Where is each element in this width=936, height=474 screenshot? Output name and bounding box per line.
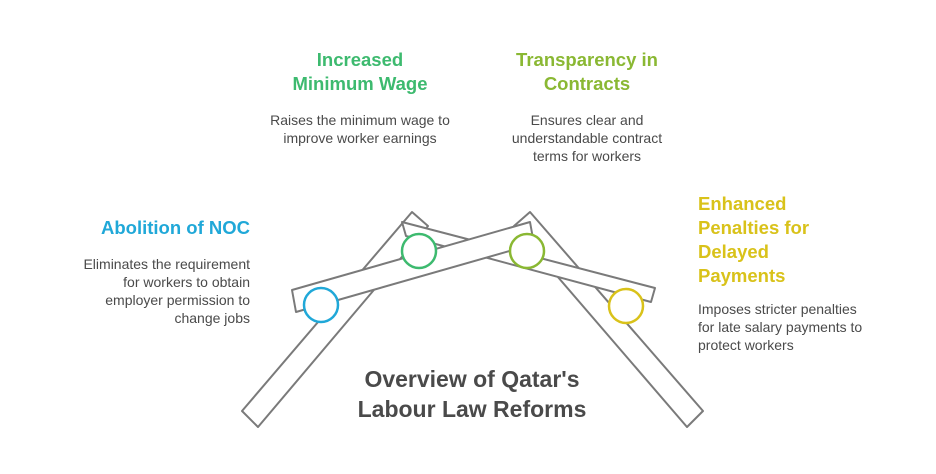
node-abolition-of-noc bbox=[302, 286, 340, 324]
heading-increased-minimum-wage: Increased Minimum Wage bbox=[292, 49, 428, 94]
desc-increased-minimum-wage: Raises the minimum wage to improve worke… bbox=[270, 112, 450, 146]
node-increased-minimum-wage bbox=[400, 232, 438, 270]
heading-transparency-in-contracts: Transparency in Contracts bbox=[516, 49, 658, 94]
desc-enhanced-penalties: Imposes stricter penalties for late sala… bbox=[698, 301, 863, 353]
heading-enhanced-penalties: Enhanced Penalties for Delayed Payments bbox=[698, 193, 810, 286]
desc-abolition-of-noc: Eliminates the requirement for workers t… bbox=[83, 256, 250, 326]
diagram-title: Overview of Qatar's Labour Law Reforms bbox=[357, 366, 587, 422]
node-enhanced-penalties bbox=[607, 287, 645, 325]
node-transparency-in-contracts bbox=[508, 232, 546, 270]
desc-transparency-in-contracts: Ensures clear and understandable contrac… bbox=[511, 112, 663, 164]
heading-abolition-of-noc: Abolition of NOC bbox=[101, 217, 250, 238]
